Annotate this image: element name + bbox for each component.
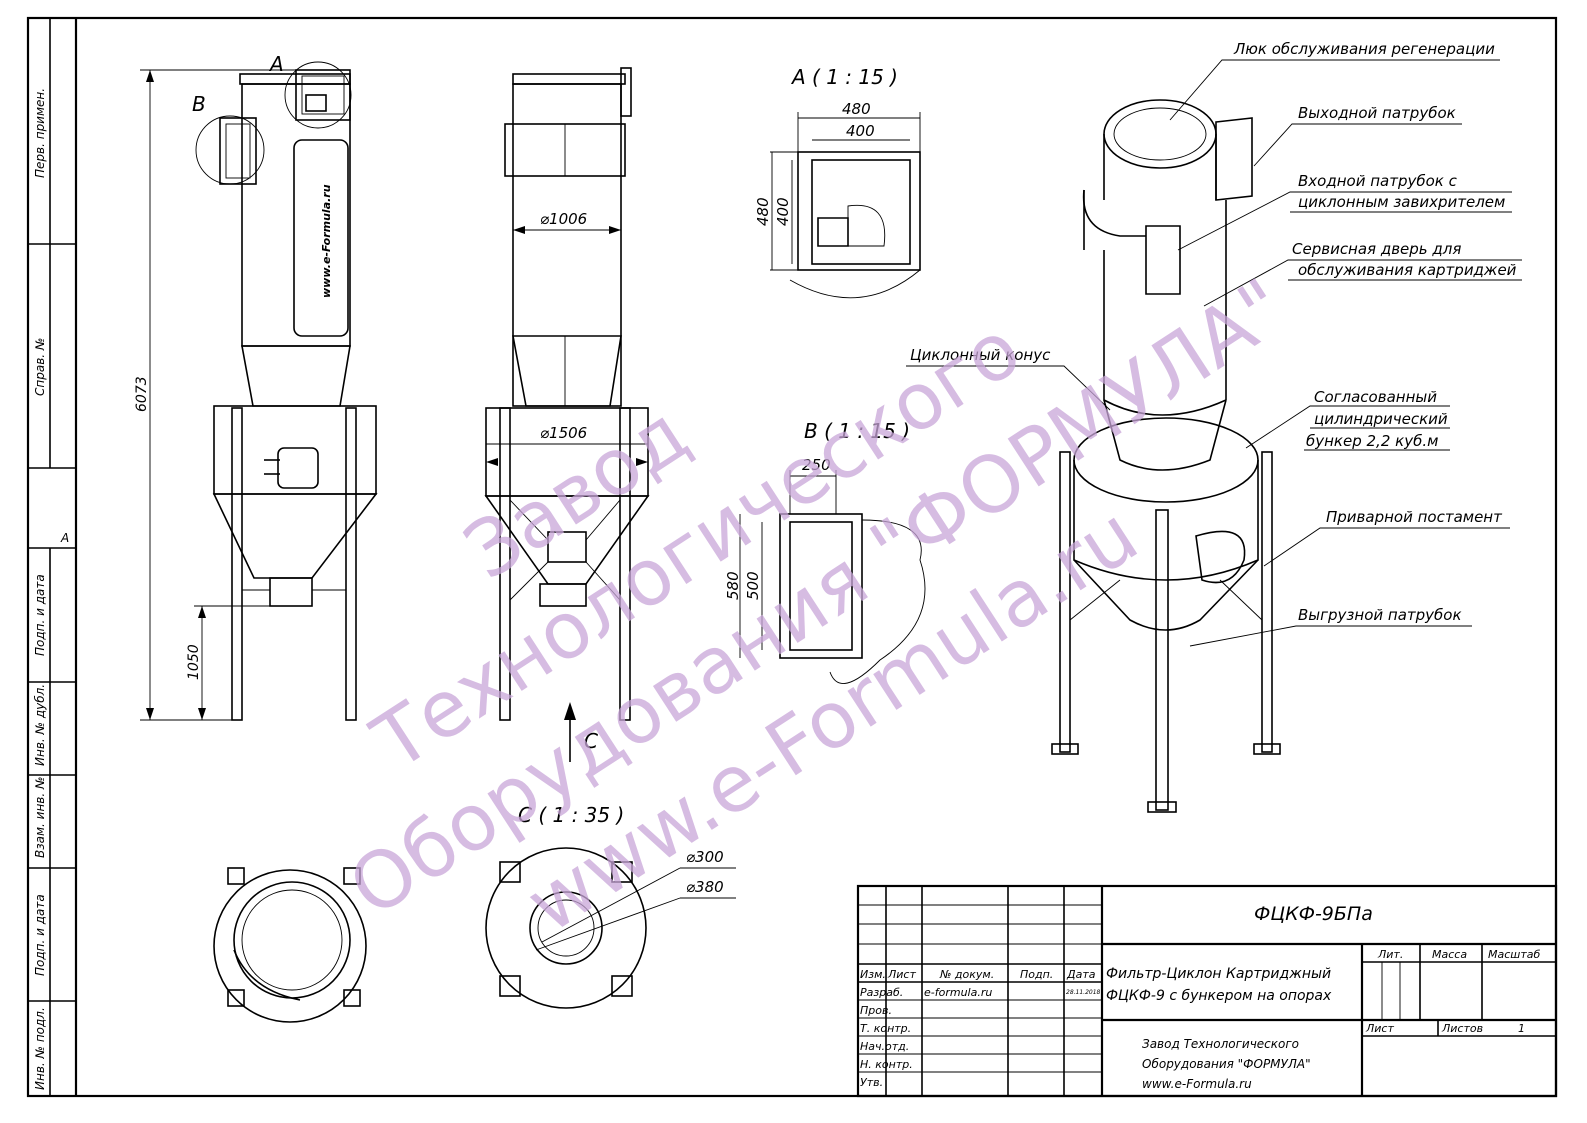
dim-dia-hopper: ⌀1506 bbox=[540, 424, 587, 442]
dim-dia-body: ⌀1006 bbox=[540, 210, 587, 228]
tb-listov: Листов bbox=[1441, 1022, 1483, 1035]
view-c: C ( 1 : 35 ) ⌀300 ⌀380 bbox=[485, 803, 736, 1009]
door-logo: www.e-Formula.ru bbox=[320, 184, 333, 298]
dim-a-h-inner: 400 bbox=[774, 197, 792, 226]
tb-designation: ФЦКФ-9БПа bbox=[1254, 903, 1373, 925]
tb-row-tkontr: Т. контр. bbox=[860, 1022, 911, 1035]
callout-vhodnoy-1: Входной патрубок с bbox=[1298, 172, 1458, 190]
title-view-a: A ( 1 : 15 ) bbox=[790, 65, 898, 89]
detail-b: B ( 1 : 15 ) 250 580 500 bbox=[724, 419, 926, 684]
plan-view-top bbox=[213, 867, 367, 1023]
stamp-perv-primen: Перв. примен. bbox=[33, 88, 47, 178]
title-view-c: C ( 1 : 35 ) bbox=[518, 803, 624, 827]
dim-a-h-outer: 480 bbox=[754, 197, 772, 226]
dim-b-h-inner: 500 bbox=[744, 571, 762, 600]
callout-lyuk: Люк обслуживания регенерации bbox=[1233, 40, 1495, 58]
detail-a: A ( 1 : 15 ) 480 400 480 400 bbox=[754, 65, 921, 299]
callout-vygruz: Выгрузной патрубок bbox=[1298, 606, 1462, 624]
tb-lit: Лит. bbox=[1377, 948, 1403, 961]
callout-vhodnoy-2: циклонным завихрителем bbox=[1298, 193, 1505, 211]
stamp-inv-podl: Инв. № подл. bbox=[33, 1007, 47, 1090]
tb-row-prov: Пров. bbox=[860, 1004, 892, 1017]
outer-frame bbox=[26, 16, 1558, 1098]
dim-b-w: 250 bbox=[802, 456, 831, 474]
tb-col-doc: № докум. bbox=[939, 968, 994, 981]
dim-c-d1: ⌀300 bbox=[686, 848, 724, 866]
tb-org-line-1: Завод Технологического bbox=[1142, 1037, 1299, 1051]
dim-a-w-inner: 400 bbox=[846, 122, 875, 140]
sheet-format-letter: A bbox=[60, 531, 69, 545]
tb-massa: Масса bbox=[1432, 948, 1467, 961]
tb-razrab-name: e-formula.ru bbox=[924, 986, 992, 999]
stamp-vzam-inv: Взам. инв. № bbox=[33, 777, 47, 858]
tb-org-line-2: Оборудования "ФОРМУЛА" bbox=[1142, 1057, 1311, 1071]
tb-org-line-3: www.e-Formula.ru bbox=[1142, 1077, 1252, 1091]
tb-row-nachotd: Нач.отд. bbox=[860, 1040, 909, 1053]
view-letter-b: B bbox=[192, 92, 206, 116]
callout-soglas-2: цилиндрический bbox=[1314, 410, 1448, 428]
stamp-podp-data-1: Подп. и дата bbox=[33, 574, 47, 656]
tb-row-utv: Утв. bbox=[860, 1076, 883, 1089]
left-stamp-strip: Перв. примен. Справ. № Подп. и дата Инв.… bbox=[28, 18, 76, 1096]
title-block: ФЦКФ-9БПа Фильтр-Циклон Картриджный ФЦКФ… bbox=[856, 884, 1558, 1098]
tb-listov-val: 1 bbox=[1518, 1022, 1525, 1035]
stamp-podp-data-2: Подп. и дата bbox=[33, 894, 47, 976]
tb-col-podp: Подп. bbox=[1020, 968, 1053, 981]
tb-list: Лист bbox=[1365, 1022, 1394, 1035]
stamp-inv-dubl: Инв. № дубл. bbox=[33, 684, 47, 766]
tb-row-razrab: Разраб. bbox=[860, 986, 903, 999]
callout-servisnaya-1: Сервисная дверь для bbox=[1292, 240, 1461, 258]
tb-col-data: Дата bbox=[1066, 968, 1096, 981]
callout-servisnaya-2: обслуживания картриджей bbox=[1298, 261, 1517, 279]
callout-postament: Приварной постамент bbox=[1326, 508, 1503, 526]
tb-row-nkontr: Н. контр. bbox=[860, 1058, 913, 1071]
callout-konus: Циклонный конус bbox=[910, 346, 1051, 364]
front-view: www.e-Formula.ru A B 6073 1050 bbox=[134, 52, 378, 721]
tb-name-line-2: ФЦКФ-9 с бункером на опорах bbox=[1106, 988, 1332, 1004]
tb-col-list: Лист bbox=[887, 968, 916, 981]
dim-height-leg: 1050 bbox=[186, 644, 202, 680]
side-view: ⌀1006 ⌀1506 C bbox=[484, 67, 650, 762]
view-letter-a: A bbox=[268, 52, 284, 76]
callout-soglas-1: Согласованный bbox=[1314, 388, 1437, 406]
tb-razrab-date: 28.11.2018 bbox=[1066, 989, 1101, 996]
dim-c-d2: ⌀380 bbox=[686, 878, 724, 896]
tb-col-izm: Изм. bbox=[860, 968, 886, 981]
dim-height-total: 6073 bbox=[134, 376, 150, 412]
tb-name-line-1: Фильтр-Циклон Картриджный bbox=[1106, 966, 1331, 982]
callout-soglas-3: бункер 2,2 куб.м bbox=[1306, 432, 1438, 450]
title-view-b: B ( 1 : 15 ) bbox=[804, 419, 910, 443]
watermark-line-3: Оборудования "ФОРМУЛА" bbox=[334, 262, 1302, 934]
dim-a-w-outer: 480 bbox=[842, 100, 871, 118]
dim-b-h-outer: 580 bbox=[724, 571, 742, 600]
stamp-sprav-no: Справ. № bbox=[33, 338, 47, 396]
callout-vyhodnoy: Выходной патрубок bbox=[1298, 104, 1456, 122]
isometric-view: Люк обслуживания регенерации Выходной па… bbox=[906, 40, 1522, 813]
view-letter-c: C bbox=[584, 729, 598, 753]
tb-masshtab: Масштаб bbox=[1488, 948, 1540, 961]
